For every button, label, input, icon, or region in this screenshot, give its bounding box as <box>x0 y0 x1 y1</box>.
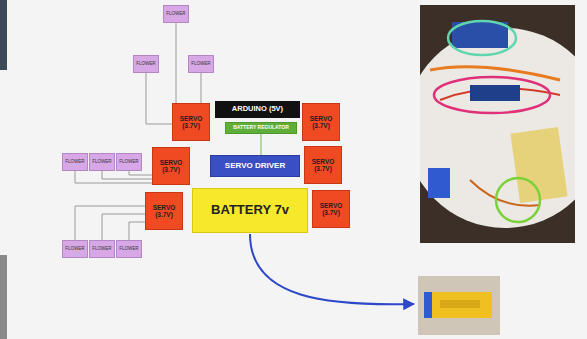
component-box: BATTERY 7v <box>192 188 308 233</box>
wire-connector <box>261 134 262 155</box>
wire-connector <box>129 171 152 175</box>
component-box: SERVO DRIVER <box>210 155 300 177</box>
box-label: SERVO (3.7V) <box>315 202 347 216</box>
box-label: FLOWER <box>191 62 210 67</box>
component-box: ARDUINO (5V) <box>215 101 300 118</box>
component-box: SERVO (3.7V) <box>145 192 183 230</box>
wire-connector <box>102 171 152 179</box>
component-box: SERVO (3.7V) <box>152 147 190 185</box>
component-box: SERVO (3.7V) <box>312 190 350 228</box>
flower-box: FLOWER <box>89 240 115 258</box>
wire-connector <box>129 222 145 240</box>
flower-box: FLOWER <box>62 240 88 258</box>
component-box: SERVO (3.7V) <box>302 103 340 141</box>
component-box: SERVO (3.7V) <box>172 103 210 141</box>
box-label: FLOWER <box>65 247 84 252</box>
robot-photo <box>420 5 575 243</box>
wire-connector <box>102 214 145 240</box>
battery-photo <box>418 276 500 335</box>
box-label: FLOWER <box>119 247 138 252</box>
wire-connector <box>146 73 172 124</box>
wire-connector <box>176 23 177 103</box>
box-label: FLOWER <box>119 160 138 165</box>
box-label: FLOWER <box>92 247 111 252</box>
box-label: FLOWER <box>92 160 111 165</box>
flower-box: FLOWER <box>89 153 115 171</box>
flower-box: FLOWER <box>188 55 214 73</box>
component-box: SERVO (3.7V) <box>304 146 342 184</box>
box-label: SERVO (3.7V) <box>307 158 339 172</box>
box-label: SERVO (3.7V) <box>155 159 187 173</box>
box-label: FLOWER <box>166 12 185 17</box>
flower-box: FLOWER <box>133 55 159 73</box>
photo-edge <box>0 0 7 70</box>
box-label: SERVO (3.7V) <box>305 115 337 129</box>
flower-box: FLOWER <box>116 153 142 171</box>
component-box: BATTERY REGULATOR <box>225 122 297 134</box>
box-label: SERVO (3.7V) <box>148 204 180 218</box>
wire-connector <box>75 171 152 183</box>
box-label: ARDUINO (5V) <box>232 105 283 113</box>
box-label: FLOWER <box>136 62 155 67</box>
wire-connector <box>75 206 145 240</box>
flower-box: FLOWER <box>62 153 88 171</box>
box-label: BATTERY 7v <box>211 203 289 217</box>
box-label: SERVO DRIVER <box>225 162 285 171</box>
box-label: FLOWER <box>65 160 84 165</box>
photo-edge <box>0 255 7 339</box>
wire-connector <box>201 73 202 103</box>
pointer-arrow <box>250 234 414 304</box>
box-label: BATTERY REGULATOR <box>233 125 289 131</box>
flower-box: FLOWER <box>163 5 189 23</box>
flower-box: FLOWER <box>116 240 142 258</box>
box-label: SERVO (3.7V) <box>175 115 207 129</box>
